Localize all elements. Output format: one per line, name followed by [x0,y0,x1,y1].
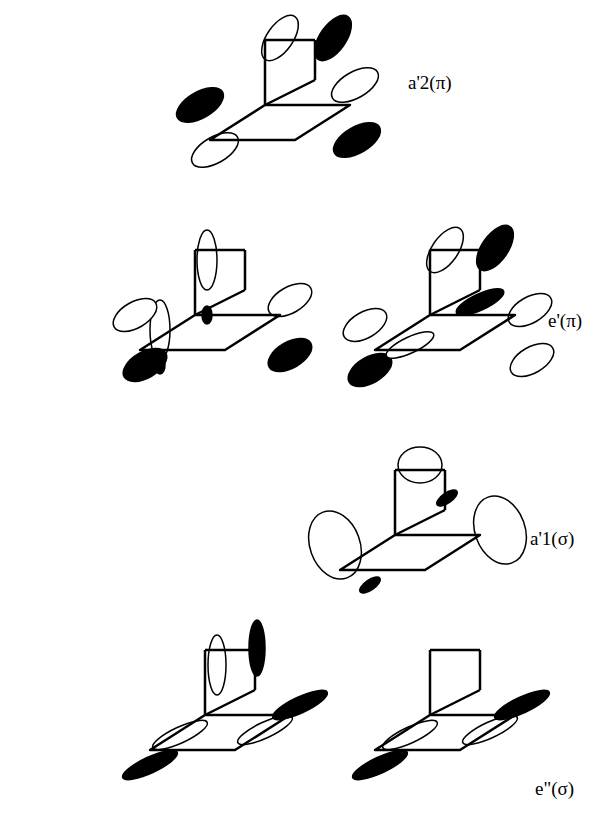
symmetry-label: e'(π) [548,310,582,332]
symmetry-label: e"(σ) [535,778,574,800]
symmetry-label: a'2(π) [408,72,452,94]
symmetry-label: a'1(σ) [530,528,574,550]
